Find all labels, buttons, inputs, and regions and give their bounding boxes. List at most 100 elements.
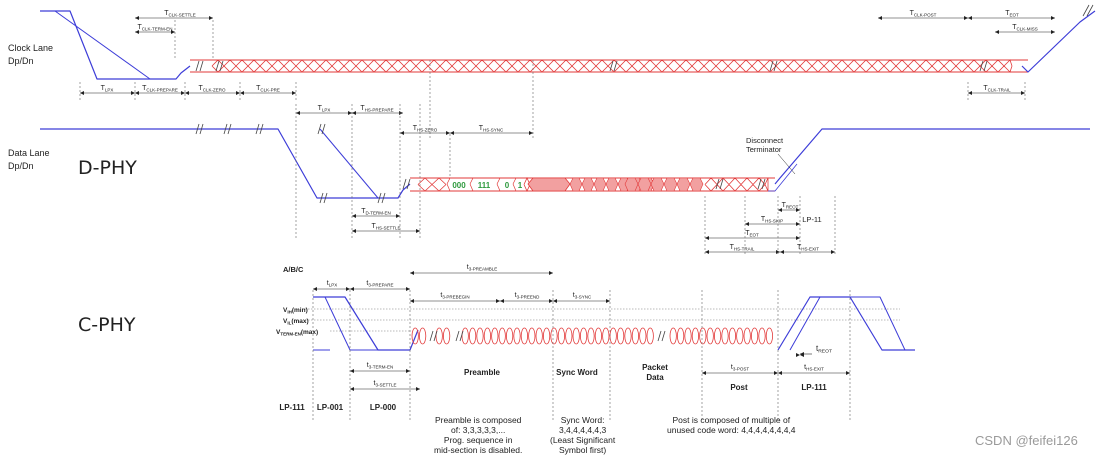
cphy-hs-ovals-2-oval: [639, 327, 647, 345]
data-lane-label: Data Lane Dp/Dn: [8, 147, 50, 173]
dim-eot-label: TEOT: [745, 230, 759, 238]
data-hs-break-start-b: [406, 178, 411, 190]
clock-end-break-b: [1086, 4, 1094, 17]
data-low-break-2-b: [381, 192, 386, 204]
cphy-hs-ovals-2-oval: [513, 327, 521, 345]
dim-c-preend-arrow-left: [500, 299, 504, 303]
sync-divider-2: [496, 177, 501, 192]
data-payload-byte: [593, 177, 607, 192]
dim-d-term-en-arrow-left: [352, 214, 356, 218]
cphy-hs-ovals-2-oval: [498, 327, 506, 345]
dim-c-sync-arrow-right: [606, 299, 610, 303]
dim-clk-trail-arrow-right: [1021, 91, 1025, 95]
dim-hs-settle-label: THS-SETTLE: [371, 223, 400, 231]
reot-arrow-head: [800, 352, 804, 356]
data-top-break-3-a: [317, 123, 322, 135]
dim-clk-settle-arrow-right: [209, 16, 213, 20]
dim-clk-zero-arrow-left: [185, 91, 189, 95]
sync-divider-0: [446, 177, 451, 192]
cphy-hs-ovals-1-oval: [442, 327, 451, 345]
state-lp111-b: LP-111: [801, 383, 827, 392]
cphy-hs-ovals-2-oval: [528, 327, 536, 345]
sync-divider-1: [469, 177, 474, 192]
dim-clk-lpx-arrow-left: [80, 91, 84, 95]
clock-end-break-a: [1082, 4, 1090, 17]
dim-hs-exit-label: THS-EXIT: [797, 244, 819, 252]
cphy-break-1-a: [455, 330, 460, 342]
data-lp-wave: [40, 128, 411, 199]
dim-c-post-arrow-right: [774, 371, 778, 375]
dim-clk-trail-arrow-left: [968, 91, 972, 95]
dim-hs-trail-arrow-left: [705, 250, 709, 254]
vterm-label: VTERM-EN(max): [276, 329, 318, 337]
dim-hs-lpx-label: TLPX: [318, 105, 331, 113]
sync-bit-0: 000: [452, 181, 466, 190]
cphy-hs-ovals-2-oval: [505, 327, 514, 345]
clock-break-4-a: [979, 60, 984, 72]
clock-break-2-a: [609, 60, 614, 72]
dim-hs-zero-label: THS-ZERO: [413, 125, 438, 133]
data-low-break-2-a: [377, 192, 382, 204]
cphy-hs-ovals-2-oval: [565, 327, 573, 345]
data-lp-end-dash: [768, 163, 798, 192]
dim-hs-exit-arrow-left: [780, 250, 784, 254]
dim-c-sync-arrow-left: [553, 299, 557, 303]
data-payload-byte-2: [624, 177, 639, 192]
cphy-hs-ovals-2-oval: [594, 327, 603, 345]
dim-c-prepare-label: t3-PREPARE: [366, 280, 393, 288]
cphy-hs-ovals-2-oval: [587, 327, 595, 345]
data-payload-byte-2: [676, 177, 691, 192]
dim-clk-zero-arrow-right: [236, 91, 240, 95]
clock-break-0-b: [199, 60, 204, 72]
clock-break-4-b: [983, 60, 988, 72]
dim-clk-eot-arrow-left: [968, 16, 972, 20]
data-hs-break-0-b: [719, 178, 724, 190]
dim-d-term-en-label: TD-TERM-EN: [361, 208, 391, 216]
state-sync-word: Sync Word: [556, 368, 598, 377]
cphy-hs-ovals-2-oval: [476, 327, 484, 345]
dim-hs-sync-arrow-right: [529, 131, 533, 135]
sync-bit-2: 0: [505, 181, 510, 190]
dim-clk-lpx-label: TLPX: [101, 85, 114, 93]
dim-c-term-en-arrow-right: [406, 369, 410, 373]
dim-c-prebegin-arrow-right: [496, 299, 500, 303]
dim-hs-zero-arrow-left: [400, 131, 404, 135]
dim-c-settle-arrow-right: [416, 387, 420, 391]
dim-c-hs-exit-label: tHS-EXIT: [804, 364, 824, 372]
dim-c-term-en-arrow-left: [350, 369, 354, 373]
dim-clk-zero-label: TCLK-ZERO: [198, 85, 226, 93]
cphy-hs-ovals-2: [461, 327, 654, 345]
dim-c-preamble-label: t3-PREAMBLE: [467, 264, 497, 272]
data-hs-break-1-b: [761, 178, 766, 190]
cphy-hs-ovals-2-oval: [461, 327, 469, 345]
dim-c-lpx-arrow-right: [346, 287, 350, 291]
data-payload-byte: [569, 177, 583, 192]
cphy-lp-wave-b: [313, 296, 410, 351]
data-payload-byte: [581, 177, 595, 192]
cphy-hs-ovals-2-oval: [602, 327, 610, 345]
dim-clk-term-en-arrow-right: [171, 30, 175, 34]
dim-clk-lpx-arrow-right: [131, 91, 135, 95]
cphy-hs-ovals-2-oval: [579, 327, 588, 345]
data-hs-zero-eye: [417, 177, 447, 192]
data-payload-byte-2: [689, 177, 704, 192]
cphy-hs-ovals-3-oval: [721, 327, 729, 345]
data-trail-eye: [704, 177, 769, 192]
dim-c-reot-label: tREOT: [816, 344, 832, 355]
cphy-hs-ovals-2-oval: [646, 327, 654, 345]
cphy-hs-ovals-3-oval: [758, 327, 766, 345]
dim-clk-prepare-arrow-right: [181, 91, 185, 95]
state-lp000: LP-000: [370, 403, 397, 412]
preamble-note: Preamble is composed of: 3,3,3,3,3,... P…: [434, 415, 523, 455]
dim-hs-sync-label: THS-SYNC: [479, 125, 504, 133]
disconnect-pointer: [777, 153, 796, 175]
data-low-break-b: [323, 192, 328, 204]
dim-hs-lpx-arrow-right: [348, 111, 352, 115]
cphy-hs-ovals-2-oval: [468, 327, 477, 345]
cphy-hs-ovals-3-oval: [684, 327, 692, 345]
data-payload-byte-2: [663, 177, 678, 192]
state-lp001: LP-001: [317, 403, 344, 412]
dphy-title: D-PHY: [78, 157, 137, 179]
cphy-break-2-a: [657, 330, 662, 342]
cphy-hs-ovals-2-oval: [609, 327, 617, 345]
